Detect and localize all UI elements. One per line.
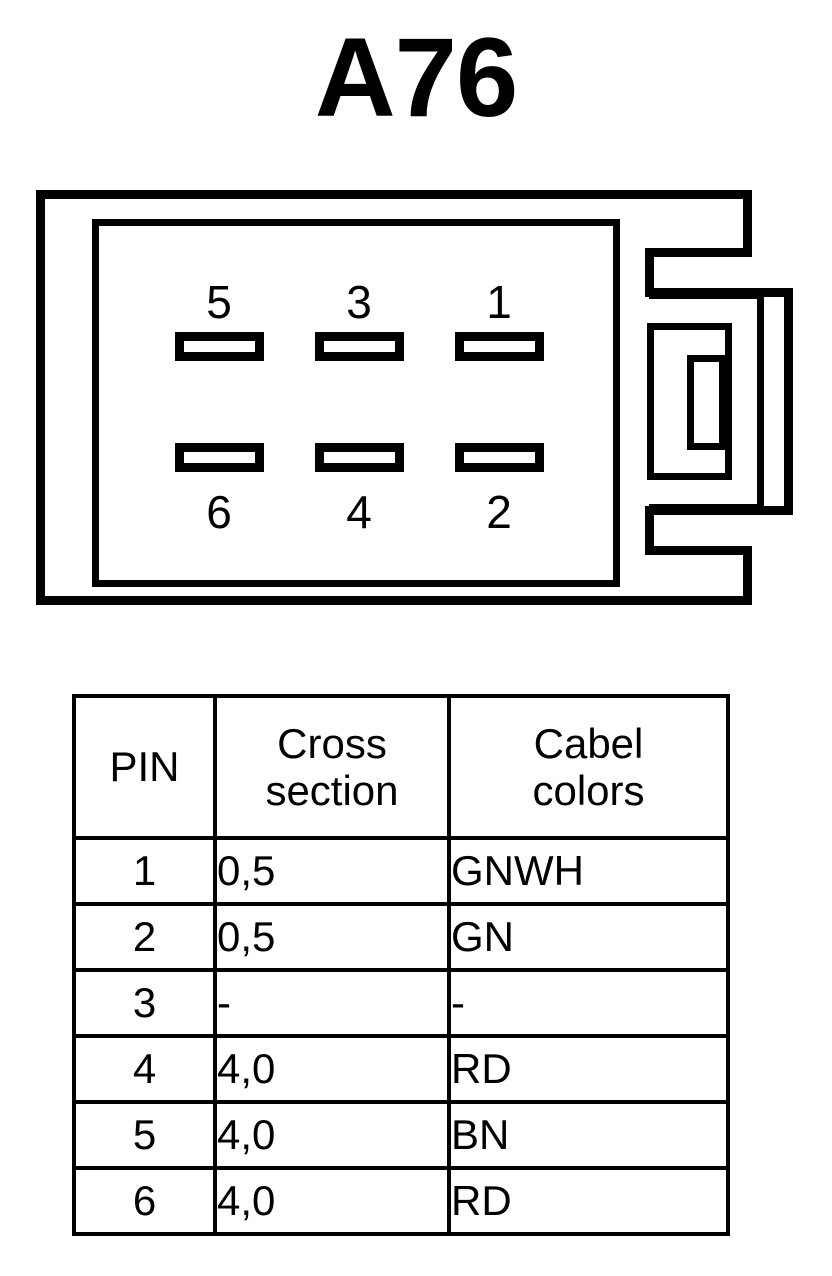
cell-cable-colors: BN: [447, 1100, 730, 1170]
cell-pin: 5: [72, 1100, 217, 1170]
cell-cross-section: 4,0: [213, 1166, 451, 1236]
cell-cross-section: 0,5: [213, 836, 451, 906]
header-cable-colors: Cabel colors: [447, 694, 730, 840]
cell-pin: 4: [72, 1034, 217, 1104]
pin-label-6: 6: [206, 486, 232, 538]
cell-cable-colors: RD: [447, 1166, 730, 1236]
pin-slot-1: [455, 332, 544, 361]
pin-label-2: 2: [486, 486, 512, 538]
table-row: 4 4,0 RD: [72, 1034, 730, 1104]
table-row: 2 0,5 GN: [72, 902, 730, 972]
connector-outer-shell: [36, 190, 793, 605]
cell-cross-section: 4,0: [213, 1034, 451, 1104]
header-pin-line1: PIN: [109, 743, 180, 791]
table-header-row: PIN Cross section Cabel colors: [72, 694, 730, 840]
header-pin: PIN: [72, 694, 217, 840]
table-row: 5 4,0 BN: [72, 1100, 730, 1170]
header-cable-colors-line1: Cabel: [533, 719, 644, 767]
cell-cross-section: 4,0: [213, 1100, 451, 1170]
latch-middle-tier: [649, 292, 764, 511]
pin-slot-2: [455, 443, 544, 472]
cell-pin: 3: [72, 968, 217, 1038]
cell-cross-section: -: [213, 968, 451, 1038]
page-title: A76: [314, 15, 518, 140]
cell-cross-section: 0,5: [213, 902, 451, 972]
pin-assignment-table: PIN Cross section Cabel colors 1 0,5 GNW…: [72, 694, 730, 1236]
header-cable-colors-line2: colors: [532, 767, 645, 814]
cell-pin: 1: [72, 836, 217, 906]
cell-pin: 2: [72, 902, 217, 972]
cell-cable-colors: GN: [447, 902, 730, 972]
connector-inner-face: [92, 219, 620, 587]
pin-table-container: PIN Cross section Cabel colors 1 0,5 GNW…: [72, 694, 730, 1236]
latch-inner-tongue: [647, 323, 732, 480]
cell-cable-colors: RD: [447, 1034, 730, 1104]
pin-slot-4: [315, 443, 404, 472]
header-cross-section-line1: Cross: [277, 719, 387, 767]
pin-slot-5: [175, 332, 264, 361]
pin-slot-3: [315, 332, 404, 361]
pin-label-4: 4: [346, 486, 372, 538]
latch-small-tab: [687, 355, 726, 450]
pin-label-5: 5: [206, 276, 232, 328]
cell-cable-colors: GNWH: [447, 836, 730, 906]
cell-cable-colors: -: [447, 968, 730, 1038]
cell-pin: 6: [72, 1166, 217, 1236]
pin-label-3: 3: [346, 276, 372, 328]
table-row: 6 4,0 RD: [72, 1166, 730, 1236]
table-row: 3 - -: [72, 968, 730, 1038]
table-row: 1 0,5 GNWH: [72, 836, 730, 906]
header-cross-section-line2: section: [265, 767, 399, 814]
pin-label-1: 1: [486, 276, 512, 328]
header-cross-section: Cross section: [213, 694, 451, 840]
pin-slot-6: [175, 443, 264, 472]
connector-diagram: 5 3 1 6 4 2: [0, 178, 832, 618]
